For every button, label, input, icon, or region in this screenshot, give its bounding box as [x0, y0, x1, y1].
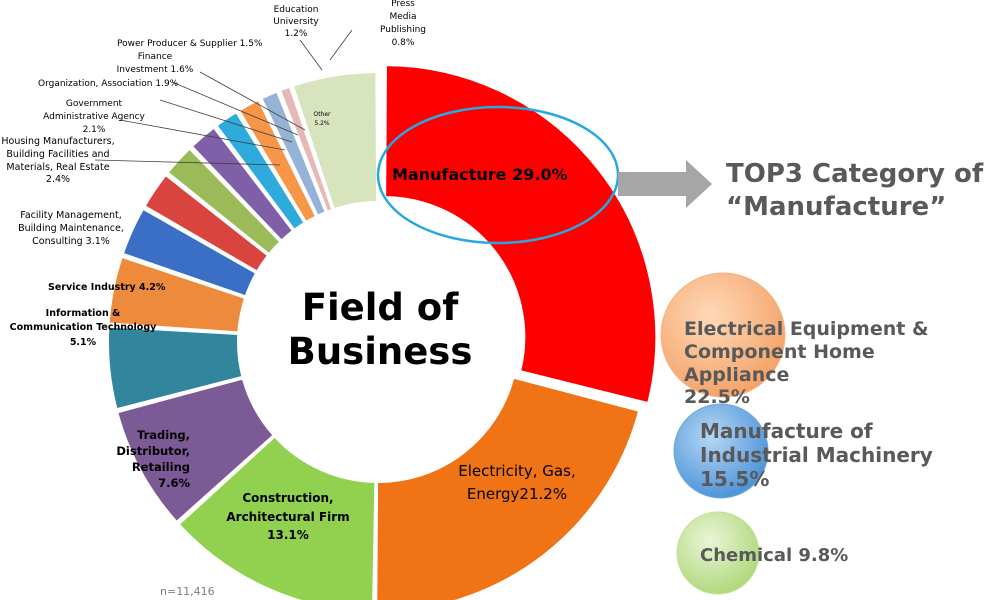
label-trading-line1: Trading, — [137, 428, 190, 442]
label-other: Other 5.2% — [302, 110, 342, 128]
leader-line — [329, 29, 353, 61]
label-finance-line2: Investment 1.6% — [116, 64, 194, 75]
label-organization: Organization, Association 1.9% — [38, 79, 179, 89]
top3-bubble-3 — [676, 511, 760, 595]
donut-segment-manufacture — [384, 64, 658, 405]
label-construction-line2: Architectural Firm — [226, 509, 350, 524]
donut-ring — [107, 64, 658, 600]
sample-size-note: n=11,416 — [160, 585, 215, 598]
center-title-line1: Field of — [301, 286, 459, 329]
label-facility-line3: Consulting 3.1% — [32, 235, 110, 247]
leader-line — [94, 159, 281, 166]
donut-segment-government-administrative-agency — [166, 147, 282, 256]
donut-segment-other — [291, 70, 379, 211]
donut-segment-service-industry — [107, 255, 247, 334]
donut-segment-facility-management-building-maintenance-consulting — [121, 207, 258, 298]
donut-segment-press-media-publishing — [278, 85, 334, 213]
top3-item-machinery: Manufacture of Industrial Machinery 15.5… — [700, 419, 933, 491]
top3-title-line2: “Manufacture” — [726, 191, 947, 222]
label-education-line3: 1.2% — [284, 29, 308, 40]
top3-electrical-line1: Electrical Equipment & — [684, 318, 929, 340]
donut-segment-construction-architectural-firm — [177, 435, 377, 600]
top3-item-chemical: Chemical 9.8% — [700, 545, 849, 566]
donut-segment-trading-distributor-retailing — [116, 377, 275, 524]
label-electricity: Electricity, Gas, Energy21.2% — [432, 460, 602, 507]
label-finance: Finance Investment 1.6% — [112, 51, 198, 76]
leader-line — [119, 119, 286, 151]
donut-segment-education-university — [260, 90, 327, 218]
label-construction: Construction, Architectural Firm 13.1% — [218, 489, 358, 545]
label-housing-line4: 2.4% — [45, 174, 71, 186]
top3-machinery-line2: Industrial Machinery — [700, 443, 933, 467]
label-other-line1: Other — [313, 111, 331, 118]
label-press: Press Media Publishing 0.8% — [374, 0, 432, 50]
top3-bubbles — [660, 272, 786, 595]
label-education-line1: Education — [273, 5, 319, 15]
label-manufacture: Manufacture 29.0% — [392, 165, 568, 184]
top3-machinery-line1: Manufacture of — [700, 419, 873, 443]
donut-segment-power-producer-supplier — [237, 98, 318, 224]
top3-title-line1: TOP3 Category of — [726, 159, 984, 189]
top3-electrical-line3: 22.5% — [684, 386, 750, 409]
label-press-line4: 0.8% — [391, 38, 415, 49]
label-electricity-line1: Electricity, Gas, — [458, 462, 576, 480]
label-construction-line1: Construction, — [242, 491, 334, 505]
label-finance-line1: Finance — [137, 52, 173, 62]
donut-segment-organization-association — [190, 126, 295, 242]
label-press-line3: Publishing — [380, 25, 426, 36]
top3-bubble-1 — [660, 272, 786, 398]
label-service: Service Industry 4.2% — [48, 282, 166, 293]
top3-machinery-line3: 15.5% — [700, 467, 770, 491]
top3-bubble-2 — [673, 403, 769, 499]
leader-line — [299, 39, 323, 71]
label-press-line2: Media — [389, 12, 417, 23]
label-government-line3: 2.1% — [82, 125, 106, 136]
label-press-line1: Press — [391, 0, 415, 9]
center-title-line2: Business — [287, 330, 473, 374]
leader-line — [159, 99, 293, 143]
label-ict-line1: Information & — [45, 308, 121, 319]
label-housing-line1: Housing Manufacturers, — [1, 136, 115, 147]
label-government-line2: Administrative Agency — [43, 112, 145, 123]
chart-center-title: Field of Business — [250, 286, 510, 375]
donut-segment-electricity-gas-energy — [375, 376, 641, 600]
top3-item-electrical: Electrical Equipment & Component Home Ap… — [684, 318, 984, 409]
donut-segment-housing-manufacturers-building-facilities-and-materials-real-estate — [143, 173, 270, 273]
top3-title: TOP3 Category of “Manufacture” — [726, 158, 984, 223]
label-ict: Information & Communication Technology 5… — [8, 307, 158, 350]
label-facility: Facility Management, Building Maintenanc… — [6, 210, 136, 248]
top3-electrical-line2: Component Home Appliance — [684, 340, 875, 386]
label-housing-line3: Materials, Real Estate — [6, 161, 110, 173]
label-ict-line2: Communication Technology — [9, 322, 157, 334]
label-construction-line3: 13.1% — [267, 528, 309, 543]
label-trading-line2: Distributor, Retailing — [116, 444, 190, 475]
label-power: Power Producer & Supplier 1.5% — [117, 39, 263, 49]
label-facility-line2: Building Maintenance, — [18, 222, 124, 234]
label-trading-line3: 7.6% — [158, 476, 190, 491]
label-education: Education University 1.2% — [266, 4, 326, 40]
label-electricity-line2: Energy21.2% — [466, 485, 568, 504]
arrow-icon — [618, 160, 712, 208]
label-education-line2: University — [273, 17, 319, 28]
label-housing-line2: Building Facilities and — [6, 148, 110, 160]
donut-segment-information-communication-technology — [107, 325, 244, 411]
leader-line — [199, 71, 306, 131]
leader-lines — [94, 29, 353, 166]
label-government: Government Administrative Agency 2.1% — [38, 98, 150, 137]
label-ict-line3: 5.1% — [69, 336, 97, 348]
label-government-line1: Government — [65, 99, 123, 109]
label-other-line2: 5.2% — [314, 120, 330, 127]
label-housing: Housing Manufacturers, Building Faciliti… — [0, 136, 116, 187]
label-trading: Trading, Distributor, Retailing 7.6% — [60, 427, 190, 491]
label-facility-line1: Facility Management, — [20, 210, 122, 221]
leader-line — [171, 81, 299, 136]
